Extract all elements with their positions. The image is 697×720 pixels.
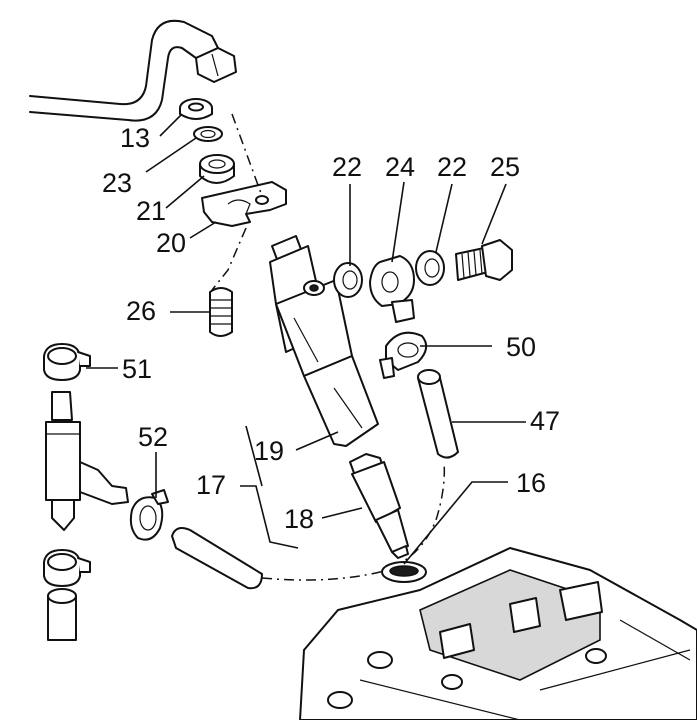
hose-clip-part-51-upper [43, 343, 91, 381]
callout-18: 18 [284, 504, 314, 534]
cylinder-head [299, 547, 697, 720]
ring-part-21 [199, 154, 235, 184]
nut-part-13 [179, 98, 213, 120]
callout-50: 50 [506, 332, 536, 362]
leak-off-hose-part-47 [417, 369, 459, 459]
callout-47: 47 [530, 406, 560, 436]
sealing-washer-part-22-b [415, 250, 445, 286]
seal-washer-part-16 [381, 561, 427, 583]
injector-body-part-19 [269, 235, 379, 447]
nozzle-part-18 [349, 453, 409, 559]
callout-leader-lines [86, 113, 526, 565]
banjo-fitting-part-24 [369, 255, 415, 323]
callout-16: 16 [516, 468, 546, 498]
return-pipe [47, 588, 77, 641]
callout-25: 25 [490, 152, 520, 182]
callout-17: 17 [196, 470, 226, 500]
callout-22-right: 22 [437, 152, 467, 182]
washer-part-23 [193, 126, 223, 142]
callout-23: 23 [102, 168, 132, 198]
clamp-part-20 [201, 181, 287, 227]
callout-19: 19 [254, 436, 284, 466]
callout-52: 52 [138, 422, 168, 452]
hose-clip-part-50 [379, 331, 428, 379]
callout-26: 26 [126, 296, 156, 326]
callout-13: 13 [120, 123, 150, 153]
fuel-injection-pipe [29, 19, 237, 122]
callout-20: 20 [156, 228, 186, 258]
callout-24: 24 [385, 152, 415, 182]
callout-51: 51 [122, 354, 152, 384]
callout-21: 21 [136, 196, 166, 226]
callout-labels: 13 23 21 20 26 22 24 22 25 50 51 47 52 1… [102, 123, 560, 534]
stud-part-26 [209, 287, 233, 337]
banjo-bolt-part-25 [455, 239, 513, 281]
leak-off-hose-part-17 [171, 527, 263, 590]
sealing-washer-part-22-a [333, 262, 363, 298]
hose-clip-part-51-lower [43, 549, 91, 587]
hose-clip-part-52 [129, 489, 169, 541]
tee-connector [45, 391, 129, 531]
callout-22-left: 22 [332, 152, 362, 182]
